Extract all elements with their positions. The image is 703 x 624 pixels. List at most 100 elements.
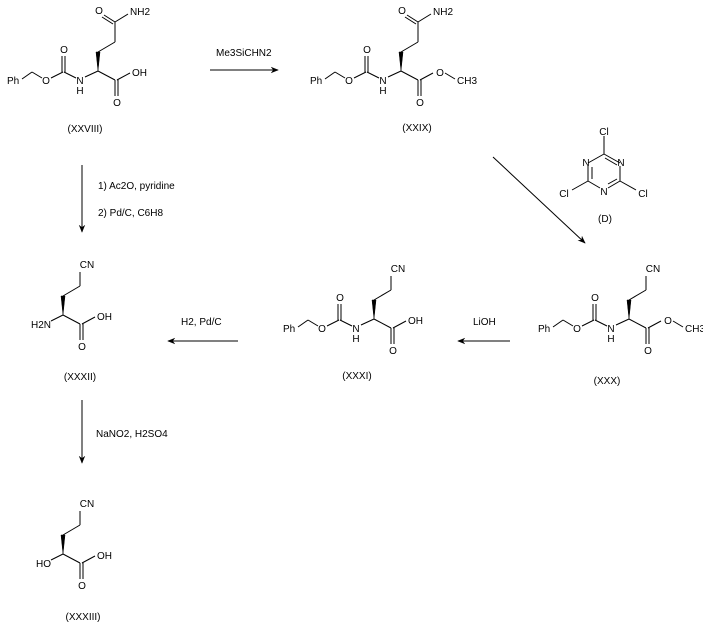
wedge-bond	[626, 299, 632, 320]
nitrogen-label: N	[379, 76, 386, 87]
bond	[21, 71, 33, 80]
bond	[339, 319, 353, 327]
hydrogen-label: H	[76, 86, 83, 97]
compound-label: (XXXII)	[64, 372, 96, 383]
bond	[615, 318, 630, 326]
bond	[116, 72, 131, 81]
bond	[406, 14, 419, 23]
bond	[444, 72, 456, 80]
bond	[647, 320, 662, 329]
hydroxyl-label: OH	[97, 551, 112, 562]
wedge-bond	[60, 534, 66, 555]
nitrile-label: CN	[80, 499, 94, 510]
oxygen-label: O	[591, 293, 599, 304]
bond	[307, 319, 319, 327]
oxygen-label: O	[336, 293, 344, 304]
phenyl-label: Ph	[310, 76, 322, 87]
wedge-bond	[371, 299, 377, 320]
oxygen-label: O	[318, 324, 326, 335]
oxygen-label: O	[389, 346, 397, 357]
bond	[587, 180, 601, 189]
bond	[392, 320, 407, 329]
bond	[373, 318, 392, 329]
reaction-condition-label: NaNO2, H2SO4	[96, 429, 168, 440]
bond	[594, 319, 608, 327]
bond	[103, 14, 116, 23]
bond	[400, 41, 419, 53]
bond	[628, 289, 647, 301]
bond	[101, 16, 114, 25]
reaction-condition-label: Me3SiCHN2	[216, 48, 272, 59]
hydroxyl-label: OH	[132, 68, 147, 79]
nitrogen-label: N	[617, 158, 624, 169]
bond	[587, 153, 605, 164]
bond	[97, 41, 116, 53]
bond	[353, 71, 367, 79]
bond	[62, 524, 81, 536]
hydrogen-label: H	[352, 334, 359, 345]
reaction-arrow-xxxi-to-xxxii: H2, Pd/C	[167, 317, 238, 345]
reaction-arrow-xxx-to-xxxi: LiOH	[457, 317, 510, 345]
bond	[387, 70, 402, 78]
oxygen-label: O	[60, 45, 68, 56]
oxygen-label: O	[416, 98, 424, 109]
chlorine-label: Cl	[599, 127, 608, 138]
hydrogen-label: H	[379, 86, 386, 97]
bond	[62, 314, 81, 325]
bond	[571, 180, 589, 191]
bond	[404, 16, 417, 25]
bond	[114, 13, 129, 23]
compound-label: (XXIX)	[402, 123, 431, 134]
bond	[63, 71, 77, 79]
reaction-arrow-xxviii-to-xxix: Me3SiCHN2	[210, 48, 279, 74]
bond	[62, 553, 81, 564]
bond	[619, 180, 637, 191]
hydroxyl-label: OH	[97, 312, 112, 323]
wedge-bond	[398, 51, 404, 72]
bond	[603, 153, 621, 164]
bond	[672, 320, 684, 328]
methyl-label: CH3	[457, 76, 477, 87]
bond	[604, 157, 618, 166]
bond	[552, 319, 564, 328]
phenyl-label: Ph	[538, 324, 550, 335]
compound-label: (XXXIII)	[65, 612, 100, 623]
bond	[31, 71, 43, 79]
phenyl-label: Ph	[283, 324, 295, 335]
compound-label: (XXVIII)	[67, 124, 102, 135]
bond	[607, 180, 621, 189]
reaction-condition-label: H2, Pd/C	[181, 317, 222, 328]
reaction-arrow-xxix-to-xxx	[492, 156, 586, 244]
bond	[562, 319, 574, 327]
oxygen-label: O	[42, 76, 50, 87]
bond	[326, 319, 340, 327]
compound-label: (D)	[598, 214, 612, 225]
hydroxyl-label: OH	[408, 316, 423, 327]
oxygen-label: O	[664, 316, 672, 327]
nitrogen-label: N	[600, 187, 607, 198]
bond	[97, 70, 116, 81]
bond	[84, 70, 99, 78]
oxygen-label: O	[436, 68, 444, 79]
nitrile-label: CN	[391, 264, 405, 275]
oxygen-label: O	[78, 581, 86, 592]
reaction-condition-label: LiOH	[473, 317, 496, 328]
bond	[50, 314, 64, 322]
amine-label: NH2	[433, 7, 453, 18]
nitrogen-label: N	[352, 324, 359, 335]
bond	[581, 319, 595, 327]
amine-label: HO	[36, 559, 51, 570]
bond	[360, 318, 375, 326]
compound-label: (XXXI)	[342, 371, 371, 382]
oxygen-label: O	[363, 45, 371, 56]
bond	[81, 555, 96, 564]
methyl-label: CH3	[685, 324, 703, 335]
compound-label: (XXX)	[594, 376, 621, 387]
bond	[419, 72, 434, 81]
